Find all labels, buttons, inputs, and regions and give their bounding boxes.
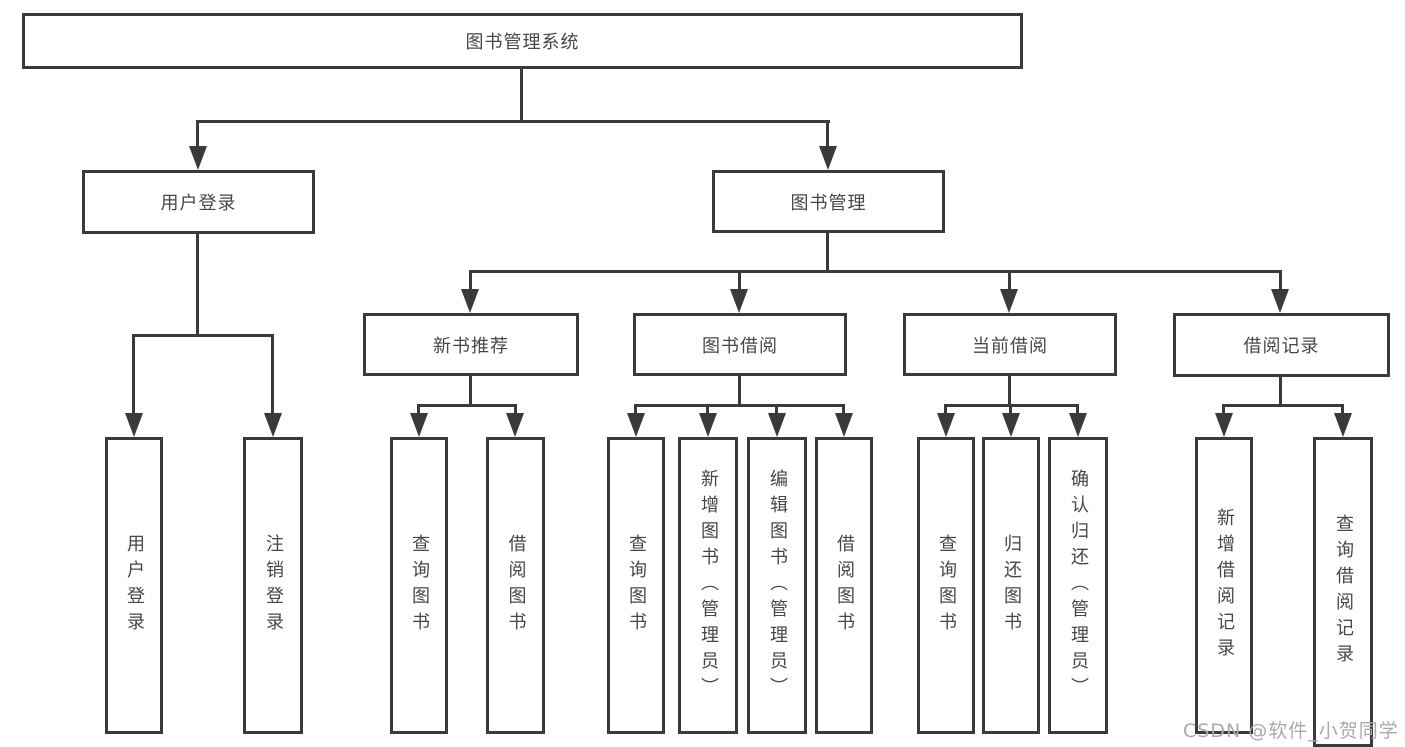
connector-line <box>520 69 523 120</box>
connector-line <box>1279 270 1282 292</box>
arrow-down-icon <box>1334 413 1352 437</box>
connector-line <box>196 234 199 336</box>
node-borrow-record: 借阅记录 <box>1173 313 1390 377</box>
leaf-logout: 注销登录 <box>243 437 303 734</box>
leaf-confirm-return-admin: 确认归还（管理员） <box>1048 437 1108 734</box>
arrow-down-icon <box>1002 413 1020 437</box>
leaf-borrow-book-recommend: 借阅图书 <box>486 437 545 734</box>
connector-line <box>634 404 845 407</box>
arrow-down-icon <box>627 413 645 437</box>
arrow-down-icon <box>730 289 748 313</box>
connector-line <box>1222 404 1225 416</box>
connector-line <box>826 120 829 150</box>
connector-line <box>826 233 829 273</box>
connector-line <box>1222 404 1344 407</box>
node-book-management: 图书管理 <box>712 170 945 233</box>
connector-line <box>469 376 472 407</box>
connector-line <box>842 404 845 416</box>
connector-line <box>1008 270 1011 292</box>
connector-line <box>417 404 420 416</box>
connector-line <box>469 270 472 292</box>
connector-line <box>738 270 741 292</box>
leaf-add-book-admin: 新增图书（管理员） <box>678 437 738 734</box>
connector-line <box>196 120 199 150</box>
arrow-down-icon <box>819 146 837 170</box>
arrow-down-icon <box>1000 289 1018 313</box>
connector-line <box>1009 404 1012 416</box>
connector-line <box>775 404 778 416</box>
arrow-down-icon <box>410 413 428 437</box>
arrow-down-icon <box>125 413 143 437</box>
connector-line <box>417 404 517 407</box>
node-library-system: 图书管理系统 <box>22 13 1023 69</box>
connector-line <box>1008 376 1011 407</box>
connector-line <box>271 334 274 416</box>
arrow-down-icon <box>189 146 207 170</box>
node-new-book-recommend: 新书推荐 <box>363 313 579 376</box>
leaf-edit-book-admin: 编辑图书（管理员） <box>747 437 807 734</box>
node-book-borrow: 图书借阅 <box>633 313 847 376</box>
connector-line <box>132 334 274 337</box>
connector-line <box>132 334 135 416</box>
arrow-down-icon <box>264 413 282 437</box>
node-current-borrow: 当前借阅 <box>903 313 1117 376</box>
arrow-down-icon <box>1069 413 1087 437</box>
leaf-query-book-current: 查询图书 <box>917 437 975 734</box>
arrow-down-icon <box>835 413 853 437</box>
arrow-down-icon <box>506 413 524 437</box>
leaf-return-book: 归还图书 <box>982 437 1040 734</box>
connector-line <box>514 404 517 416</box>
leaf-query-borrow-record: 查询借阅记录 <box>1313 437 1373 747</box>
connector-line <box>1341 404 1344 416</box>
arrow-down-icon <box>937 413 955 437</box>
connector-line <box>469 270 1282 273</box>
leaf-borrow-book: 借阅图书 <box>815 437 873 734</box>
node-user-login: 用户登录 <box>82 170 315 234</box>
arrow-down-icon <box>461 289 479 313</box>
arrow-down-icon <box>1271 289 1289 313</box>
connector-line <box>196 120 830 123</box>
leaf-add-borrow-record: 新增借阅记录 <box>1195 437 1253 734</box>
leaf-user-login: 用户登录 <box>105 437 163 734</box>
arrow-down-icon <box>1215 413 1233 437</box>
connector-line <box>738 376 741 407</box>
connector-line <box>1279 377 1282 407</box>
connector-line <box>706 404 709 416</box>
leaf-query-book-borrow: 查询图书 <box>607 437 665 734</box>
connector-line <box>634 404 637 416</box>
csdn-watermark: CSDN @软件_小贺同学 <box>1183 720 1399 742</box>
connector-line <box>1076 404 1079 416</box>
connector-line <box>944 404 947 416</box>
arrow-down-icon <box>768 413 786 437</box>
leaf-query-book-recommend: 查询图书 <box>390 437 448 734</box>
arrow-down-icon <box>699 413 717 437</box>
